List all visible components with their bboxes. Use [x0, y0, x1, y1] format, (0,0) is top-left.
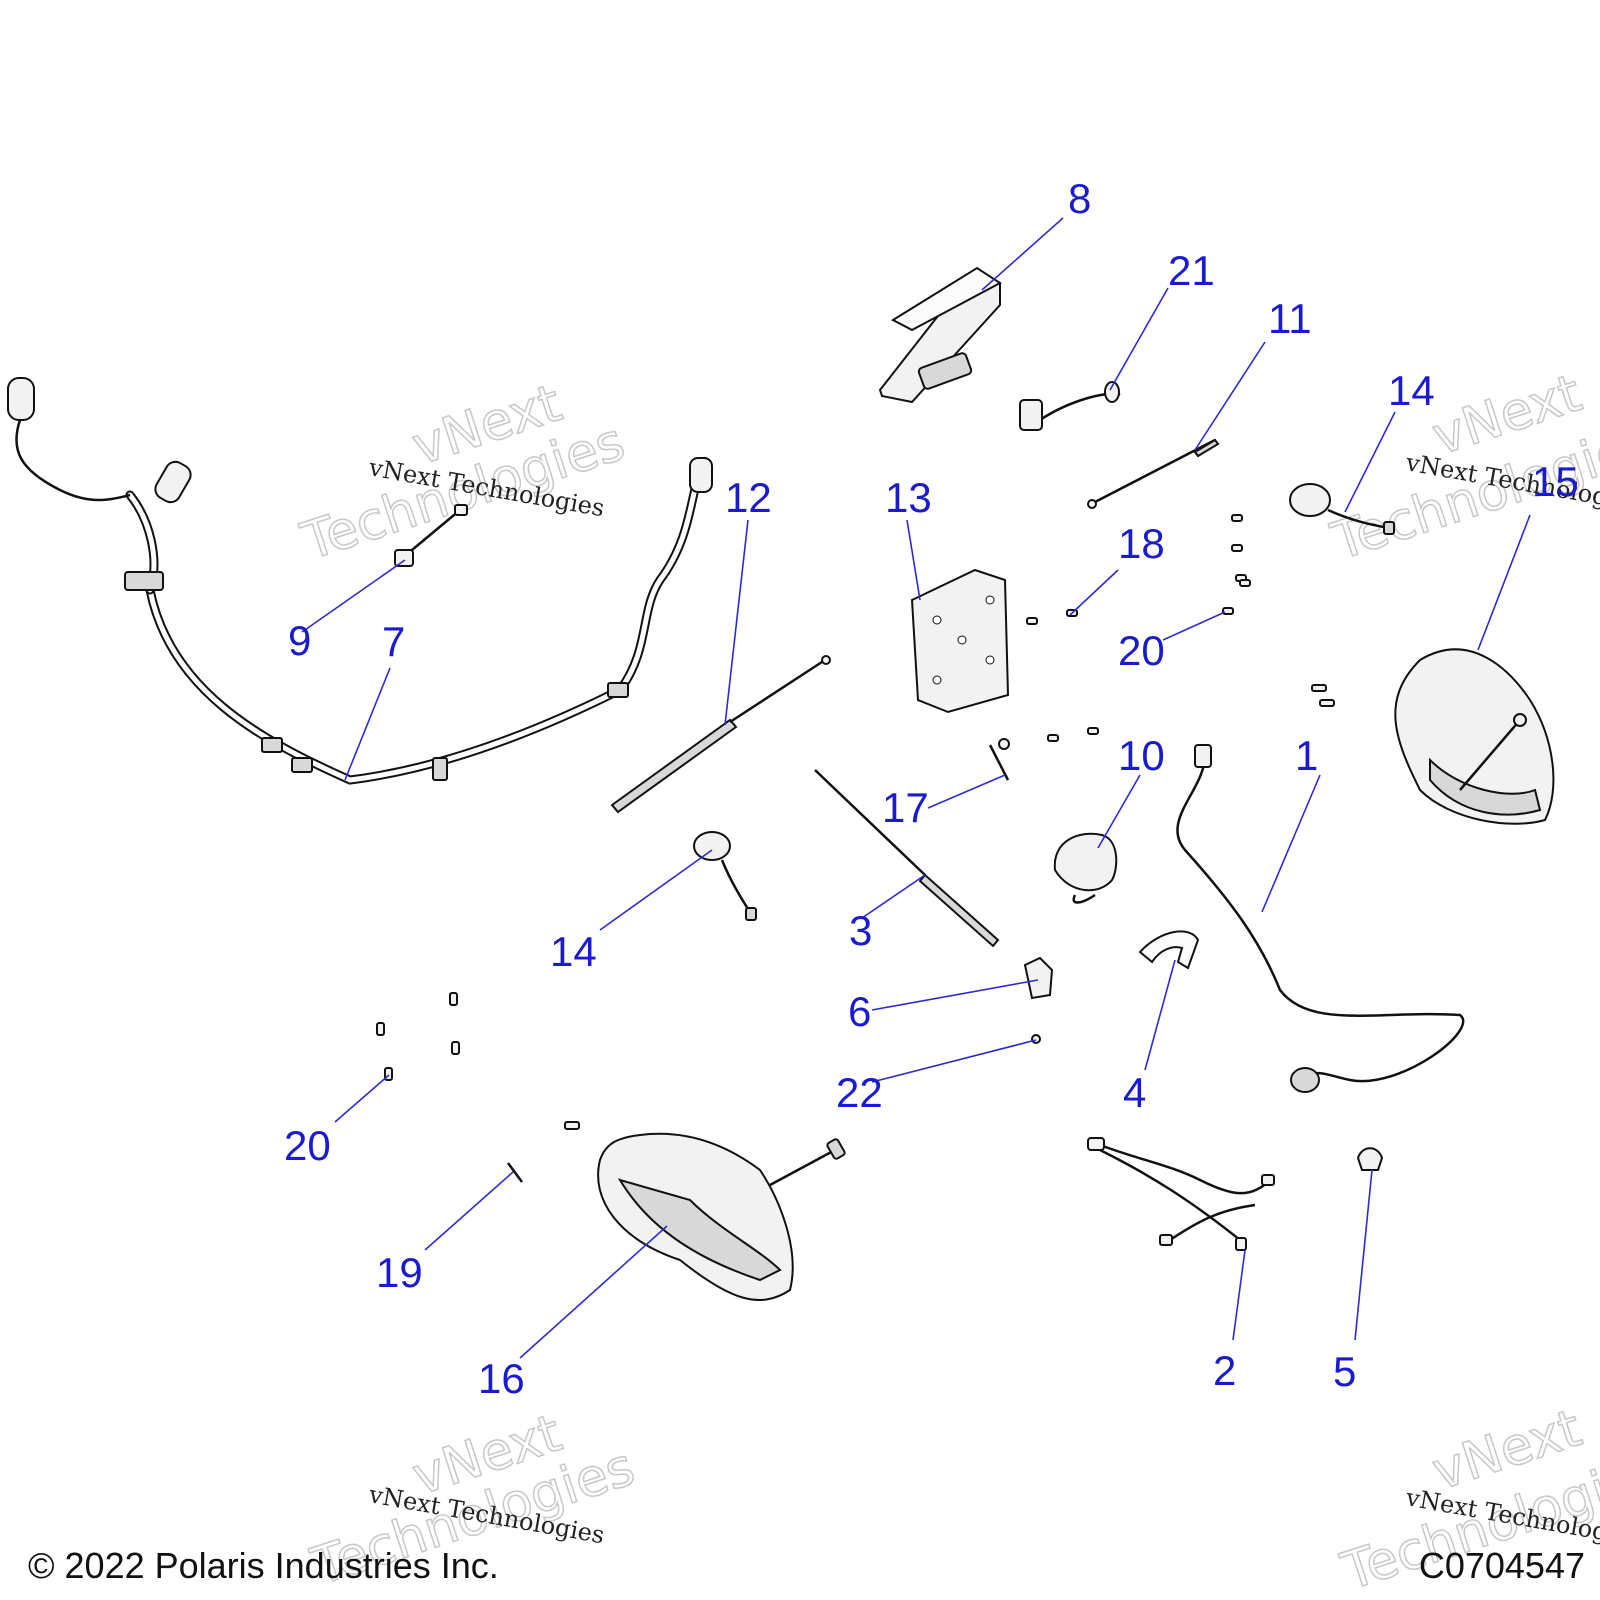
- callout-labels: 1 2 3 4 5 6 7 8 9 10 11 12 13 14 14 15 1…: [284, 175, 1579, 1402]
- hose-clip: [607, 682, 629, 698]
- part-6-clip: [1023, 956, 1054, 1000]
- callout-14-right: 14: [1388, 367, 1435, 414]
- callout-8: 8: [1068, 175, 1091, 222]
- part-14-left-pigtail: [693, 831, 757, 921]
- callout-16: 16: [478, 1355, 525, 1402]
- callout-9: 9: [288, 617, 311, 664]
- leader-lines: [301, 217, 1531, 1359]
- part-3-antenna-rod: [814, 769, 1000, 948]
- hose-clip: [261, 737, 283, 753]
- callout-14-left: 14: [550, 928, 597, 975]
- callout-17: 17: [882, 784, 929, 831]
- callout-11: 11: [1268, 295, 1312, 342]
- part-15-housing-right: [1394, 648, 1555, 825]
- callout-13: 13: [885, 474, 932, 521]
- part-9-connector: [394, 504, 468, 567]
- callout-3: 3: [849, 907, 872, 954]
- callout-15: 15: [1532, 458, 1579, 505]
- copyright-text: © 2022 Polaris Industries Inc.: [28, 1545, 499, 1586]
- part-16-housing-left: [597, 1132, 846, 1301]
- callout-19: 19: [376, 1249, 423, 1296]
- callout-4: 4: [1123, 1069, 1146, 1116]
- callout-18: 18: [1118, 520, 1165, 567]
- part-10-puck-antenna: [1053, 832, 1118, 904]
- callout-20-right: 20: [1118, 627, 1165, 674]
- callout-1: 1: [1295, 732, 1318, 779]
- hose-clip: [124, 571, 164, 591]
- part-8-display: [878, 266, 1002, 404]
- callout-7: 7: [382, 618, 405, 665]
- callout-6: 6: [848, 988, 871, 1035]
- part-14-right-pigtail: [1289, 483, 1395, 535]
- callout-2: 2: [1213, 1347, 1236, 1394]
- connector-boot-left: [7, 377, 35, 421]
- callout-10: 10: [1118, 732, 1165, 779]
- connector-boot-right: [689, 457, 713, 493]
- part-12-blade: [610, 655, 831, 814]
- connector-boot-mid: [154, 460, 192, 504]
- callout-20-left: 20: [284, 1122, 331, 1169]
- hose-clip: [291, 757, 313, 773]
- part-5-grommet: [1356, 1147, 1384, 1171]
- part-11-antenna-lead: [1087, 438, 1220, 509]
- callout-21: 21: [1168, 247, 1215, 294]
- figure-id: C0704547: [1419, 1545, 1585, 1586]
- part-21-pigtail: [1019, 381, 1121, 431]
- hose-coupler: [432, 757, 448, 781]
- callout-12: 12: [725, 474, 772, 521]
- watermark-top-left: vNext Technologies vNext Technologies: [294, 373, 633, 574]
- callout-22: 22: [836, 1069, 883, 1116]
- part-1-cable: [1176, 744, 1465, 1093]
- callout-5: 5: [1333, 1348, 1356, 1395]
- part-13-bracket: [910, 568, 1010, 714]
- part-2-harness: [1087, 1137, 1275, 1251]
- part-7-hose: [7, 377, 713, 785]
- part-4-u-clip: [1138, 930, 1200, 970]
